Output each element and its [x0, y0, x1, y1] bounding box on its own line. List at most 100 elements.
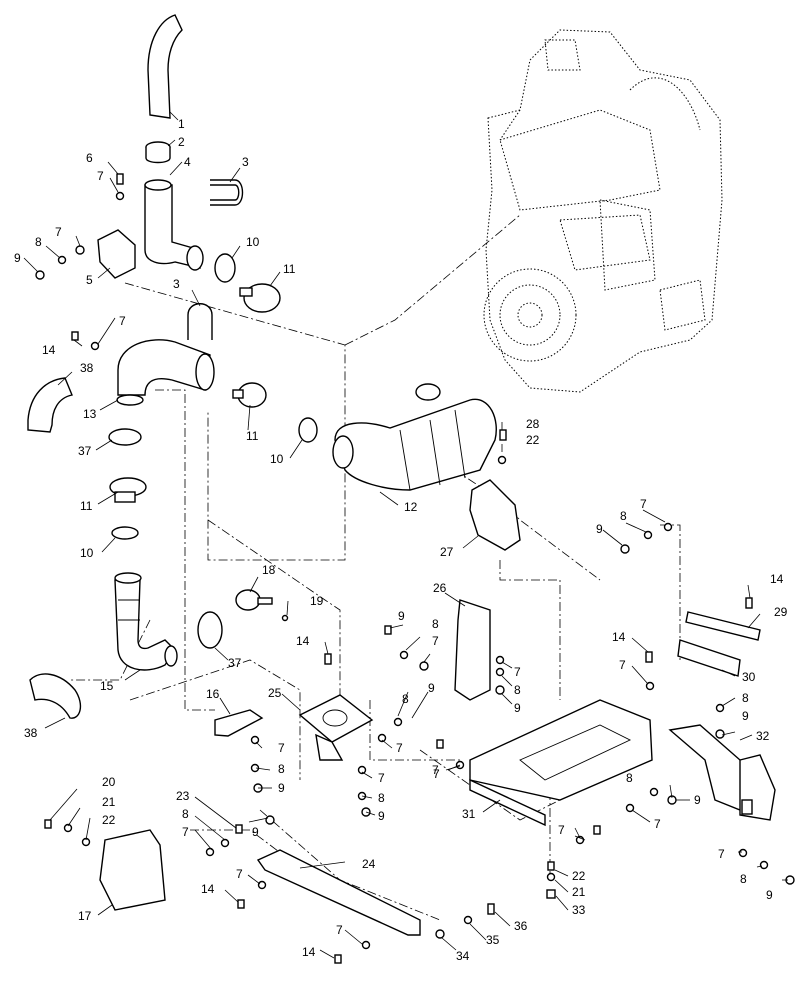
elbow-pipe-13-part [116, 339, 215, 406]
callout-12: 12 [404, 500, 418, 514]
callout-14: 14 [42, 343, 56, 357]
callout-9: 9 [14, 251, 21, 265]
band-clamp-part [239, 283, 281, 313]
callout-9: 9 [694, 793, 701, 807]
callout-9: 9 [596, 522, 603, 536]
callout-37: 37 [78, 444, 92, 458]
callout-9: 9 [742, 709, 749, 723]
callout-23: 23 [176, 789, 190, 803]
callout-35: 35 [486, 933, 500, 947]
callout-19: 19 [310, 594, 324, 608]
callout-25: 25 [268, 686, 282, 700]
u-bolt-middle-part [187, 303, 213, 340]
callout-8: 8 [620, 509, 627, 523]
plate-30-part [677, 639, 741, 677]
callout-22: 22 [102, 813, 116, 827]
callout-27: 27 [440, 545, 454, 559]
callout-5: 5 [86, 273, 93, 287]
callout-15: 15 [100, 679, 114, 693]
callout-7: 7 [278, 741, 285, 755]
callout-14: 14 [770, 572, 784, 586]
callout-24: 24 [362, 857, 376, 871]
heat-shield-32-part [668, 724, 776, 821]
leader-lines [23, 111, 788, 959]
callout-38: 38 [80, 361, 94, 375]
callout-14: 14 [201, 882, 215, 896]
callout-8: 8 [35, 235, 42, 249]
callout-9: 9 [428, 681, 435, 695]
callout-11: 11 [283, 262, 296, 276]
lower-exhaust-pipe-part [114, 572, 178, 671]
support-frame-31-part [469, 699, 653, 827]
long-bracket-24-part [256, 849, 421, 936]
pipe-coupler-part [145, 141, 171, 164]
callout-7: 7 [336, 923, 343, 937]
alignment-lines [70, 214, 681, 921]
hardware-fasteners [35, 173, 795, 964]
callout-9: 9 [252, 825, 259, 839]
callout-14: 14 [302, 945, 316, 959]
callout-13: 13 [83, 407, 97, 421]
callout-7: 7 [119, 314, 126, 328]
callout-7: 7 [558, 823, 565, 837]
callout-7: 7 [97, 169, 104, 183]
gasket-10b-part [111, 526, 139, 540]
gasket-10c-part [298, 417, 318, 443]
callout-11: 11 [80, 499, 93, 513]
callout-7: 7 [514, 665, 521, 679]
callout-7: 7 [378, 771, 385, 785]
seal-ring-part [108, 428, 142, 446]
callout-22: 22 [526, 433, 540, 447]
callout-8: 8 [432, 617, 439, 631]
callout-7: 7 [718, 847, 725, 861]
callout-7: 7 [55, 225, 62, 239]
callout-16: 16 [206, 687, 220, 701]
support-bracket-26-part [454, 599, 491, 701]
mount-bracket-25-part [298, 694, 374, 761]
callout-7: 7 [236, 867, 243, 881]
callout-8: 8 [742, 691, 749, 705]
tail-pipe-part [147, 14, 183, 119]
gasket-ring-part [214, 253, 236, 283]
callout-36: 36 [514, 919, 528, 933]
callout-32: 32 [756, 729, 770, 743]
callout-14: 14 [612, 630, 626, 644]
callout-10: 10 [80, 546, 94, 560]
callout-3: 3 [173, 277, 180, 291]
callout-26: 26 [433, 581, 447, 595]
callout-38: 38 [24, 726, 38, 740]
callout-21: 21 [572, 885, 586, 899]
callout-2: 2 [178, 135, 185, 149]
bracket-16-part [214, 709, 264, 737]
mount-plate-part [469, 479, 521, 551]
callout-14: 14 [296, 634, 310, 648]
callout-9: 9 [278, 781, 285, 795]
mount-bracket-part [97, 229, 136, 279]
callout-30: 30 [742, 670, 756, 684]
callout-28: 28 [526, 417, 540, 431]
band-clamp-11c-part [232, 382, 267, 408]
callout-7: 7 [619, 658, 626, 672]
callout-29: 29 [774, 605, 788, 619]
callout-21: 21 [102, 795, 116, 809]
elbow-pipe-part [144, 179, 204, 271]
callout-6: 6 [86, 151, 93, 165]
callout-8: 8 [378, 791, 385, 805]
callout-20: 20 [102, 775, 116, 789]
callout-8: 8 [278, 762, 285, 776]
callout-10: 10 [246, 235, 260, 249]
callout-labels: 1 2 3 4 6 7 7 8 9 5 10 11 3 14 7 38 13 3… [14, 117, 788, 963]
rubber-boot-lower-part [29, 673, 82, 719]
callout-37: 37 [228, 656, 242, 670]
callout-31: 31 [462, 807, 476, 821]
callout-17: 17 [78, 909, 92, 923]
callout-8: 8 [514, 683, 521, 697]
callout-8: 8 [626, 771, 633, 785]
callout-34: 34 [456, 949, 470, 963]
callout-22: 22 [572, 869, 586, 883]
callout-8: 8 [182, 807, 189, 821]
callout-7: 7 [182, 825, 189, 839]
callout-33: 33 [572, 903, 586, 917]
callout-9: 9 [514, 701, 521, 715]
